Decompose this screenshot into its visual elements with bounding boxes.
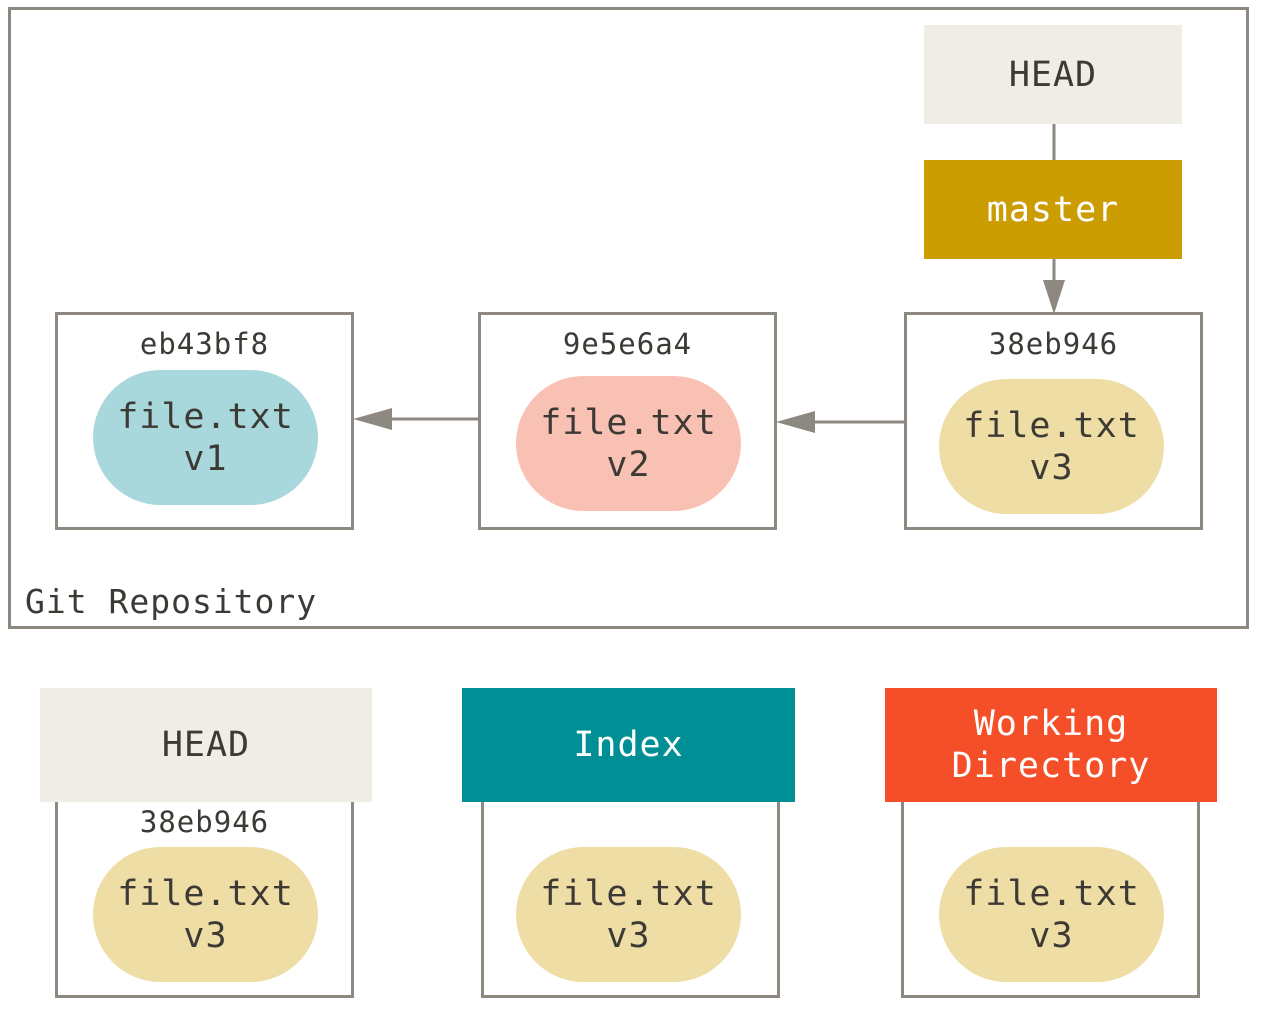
head-ref-label: HEAD [1008,54,1098,95]
index-tree-header: Index [462,688,795,802]
index-tree-blob: file.txt v3 [516,847,741,982]
master-branch-label: master [986,189,1120,230]
blob-file-name: file.txt [963,405,1140,446]
blob-file-version: v3 [1029,447,1074,488]
head-tree-header: HEAD [40,688,372,802]
working-directory-title-line2: Directory [951,746,1151,786]
commit-hash-2: 9e5e6a4 [562,327,693,361]
blob-file-v3: file.txt v3 [939,379,1164,514]
head-tree-blob: file.txt v3 [93,847,318,982]
head-ref-box: HEAD [924,25,1182,124]
blob-file-v2: file.txt v2 [516,376,741,511]
git-repository-frame [8,7,1249,629]
index-tree-title: Index [573,725,684,765]
blob-file-version: v3 [606,915,651,956]
working-directory-tree-blob: file.txt v3 [939,847,1164,982]
commit-hash-1: eb43bf8 [139,327,270,361]
blob-file-name: file.txt [540,402,717,443]
blob-file-name: file.txt [117,873,294,914]
blob-file-name: file.txt [540,873,717,914]
blob-file-version: v3 [183,915,228,956]
blob-file-v1: file.txt v1 [93,370,318,505]
blob-file-version: v3 [1029,915,1074,956]
blob-file-name: file.txt [117,396,294,437]
commit-hash-3: 38eb946 [988,327,1119,361]
blob-file-name: file.txt [963,873,1140,914]
blob-file-version: v2 [606,444,651,485]
git-repository-label: Git Repository [25,582,318,621]
head-tree-title: HEAD [161,725,251,765]
working-directory-title-line1: Working [973,704,1129,744]
blob-file-version: v1 [183,438,228,479]
head-tree-hash: 38eb946 [139,805,270,839]
working-directory-tree-header: Working Directory [885,688,1217,802]
master-branch-box: master [924,160,1182,259]
